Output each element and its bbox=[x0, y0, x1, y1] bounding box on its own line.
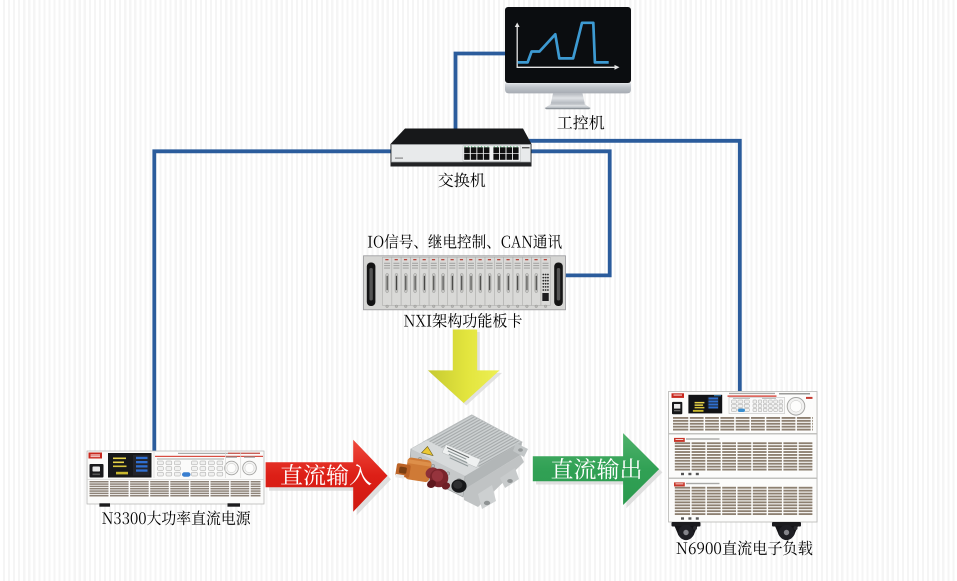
svg-text:N3300大功率直流电源: N3300大功率直流电源 bbox=[102, 506, 252, 529]
svg-text:直流输出: 直流输出 bbox=[551, 452, 643, 485]
svg-text:工控机: 工控机 bbox=[557, 111, 605, 134]
svg-text:N6900直流电子负载: N6900直流电子负载 bbox=[676, 536, 813, 559]
svg-text:直流输入: 直流输入 bbox=[280, 458, 372, 491]
svg-text:交换机: 交换机 bbox=[438, 168, 486, 191]
svg-text:IO信号、继电控制、CAN通讯: IO信号、继电控制、CAN通讯 bbox=[367, 230, 562, 253]
svg-text:NXI架构功能板卡: NXI架构功能板卡 bbox=[404, 308, 523, 331]
